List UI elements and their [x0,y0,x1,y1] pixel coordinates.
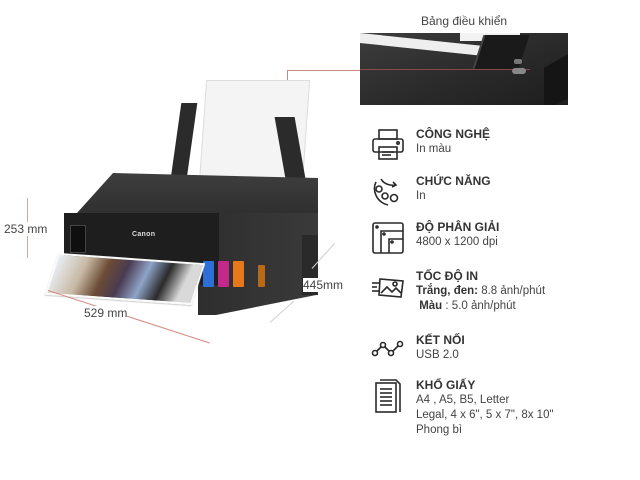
status-window [70,225,86,253]
control-panel-label: Bảng điều khiển [421,14,508,28]
connection-icon [370,333,406,369]
height-label: 253 mm [4,222,48,236]
ink-tank-magenta [218,261,229,287]
panel-button [512,68,526,74]
gears-icon [370,174,406,210]
control-panel-closeup-image [360,33,568,105]
resolution-icon [370,220,406,256]
ink-tank-black [258,265,265,287]
printer-image: Canon [40,75,330,355]
document-icon [370,378,406,414]
printer-icon [370,127,406,163]
width-label: 529 mm [84,306,128,320]
panel-button [514,59,522,64]
brand-logo: Canon [132,231,156,238]
ink-tank-cyan [203,261,214,287]
speed-photo-icon [370,269,406,305]
callout-line [287,70,360,71]
ink-tank-yellow [233,261,244,287]
depth-label: 445mm [303,278,344,292]
